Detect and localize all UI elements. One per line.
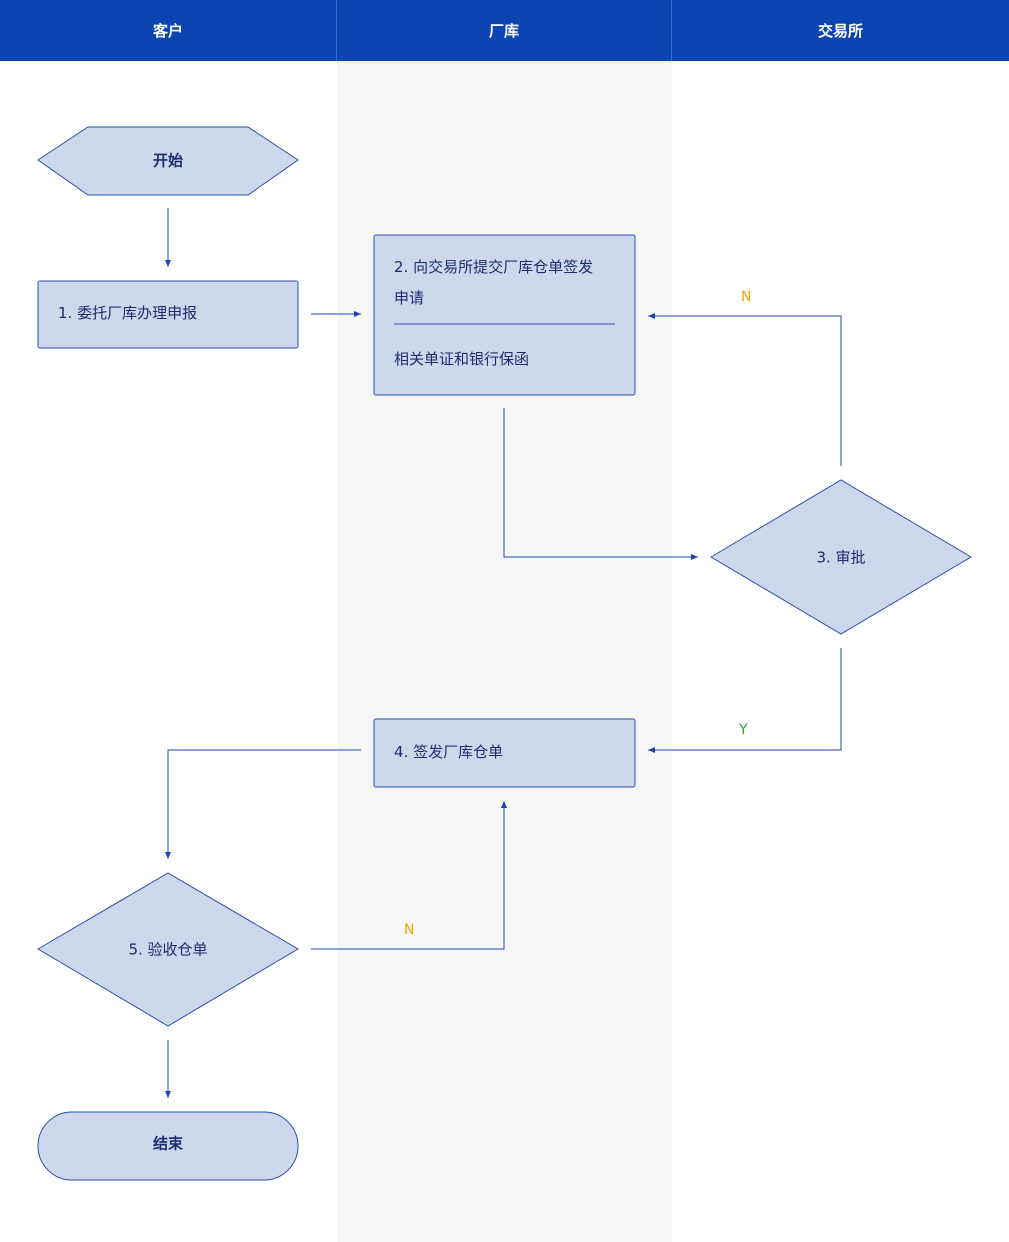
step2-label-line1: 2. 向交易所提交厂库仓单签发 [394, 258, 594, 276]
lane-header-exchange: 交易所 [817, 22, 863, 40]
arrow-step3-yes-to-step4 [648, 648, 842, 753]
arrow-step5-no-to-step4 [311, 801, 507, 950]
start-label: 开始 [152, 151, 184, 170]
step2-note: 相关单证和银行保函 [394, 350, 530, 368]
review-yes-label: Y [739, 722, 748, 738]
step5-decision-node [37, 872, 299, 1027]
step2-label-line2: 申请 [394, 289, 425, 307]
arrow-step2-to-step3 [503, 408, 698, 560]
lane-header-factory: 厂库 [337, 0, 672, 61]
step1-label: 1. 委托厂库办理申报 [58, 304, 198, 322]
step3-decision-node [710, 479, 972, 635]
step2-node [373, 234, 636, 396]
step5-label: 5. 验收仓单 [128, 940, 208, 959]
step4-label: 4. 签发厂库仓单 [394, 743, 504, 761]
step1-node [37, 280, 299, 349]
lane-header-customer: 客户 [0, 0, 337, 61]
arrow-step4-to-step5 [165, 749, 361, 859]
step4-node [373, 718, 636, 788]
inspect-no-label: N [404, 922, 415, 938]
review-no-label: N [741, 289, 752, 305]
swimlane-header: 客户 厂库 交易所 [0, 0, 1009, 61]
step3-label: 3. 审批 [816, 548, 866, 567]
end-node [37, 1111, 299, 1181]
end-label: 结束 [152, 1134, 184, 1153]
start-node [37, 126, 299, 196]
arrow-step3-no-to-step2 [648, 313, 842, 466]
